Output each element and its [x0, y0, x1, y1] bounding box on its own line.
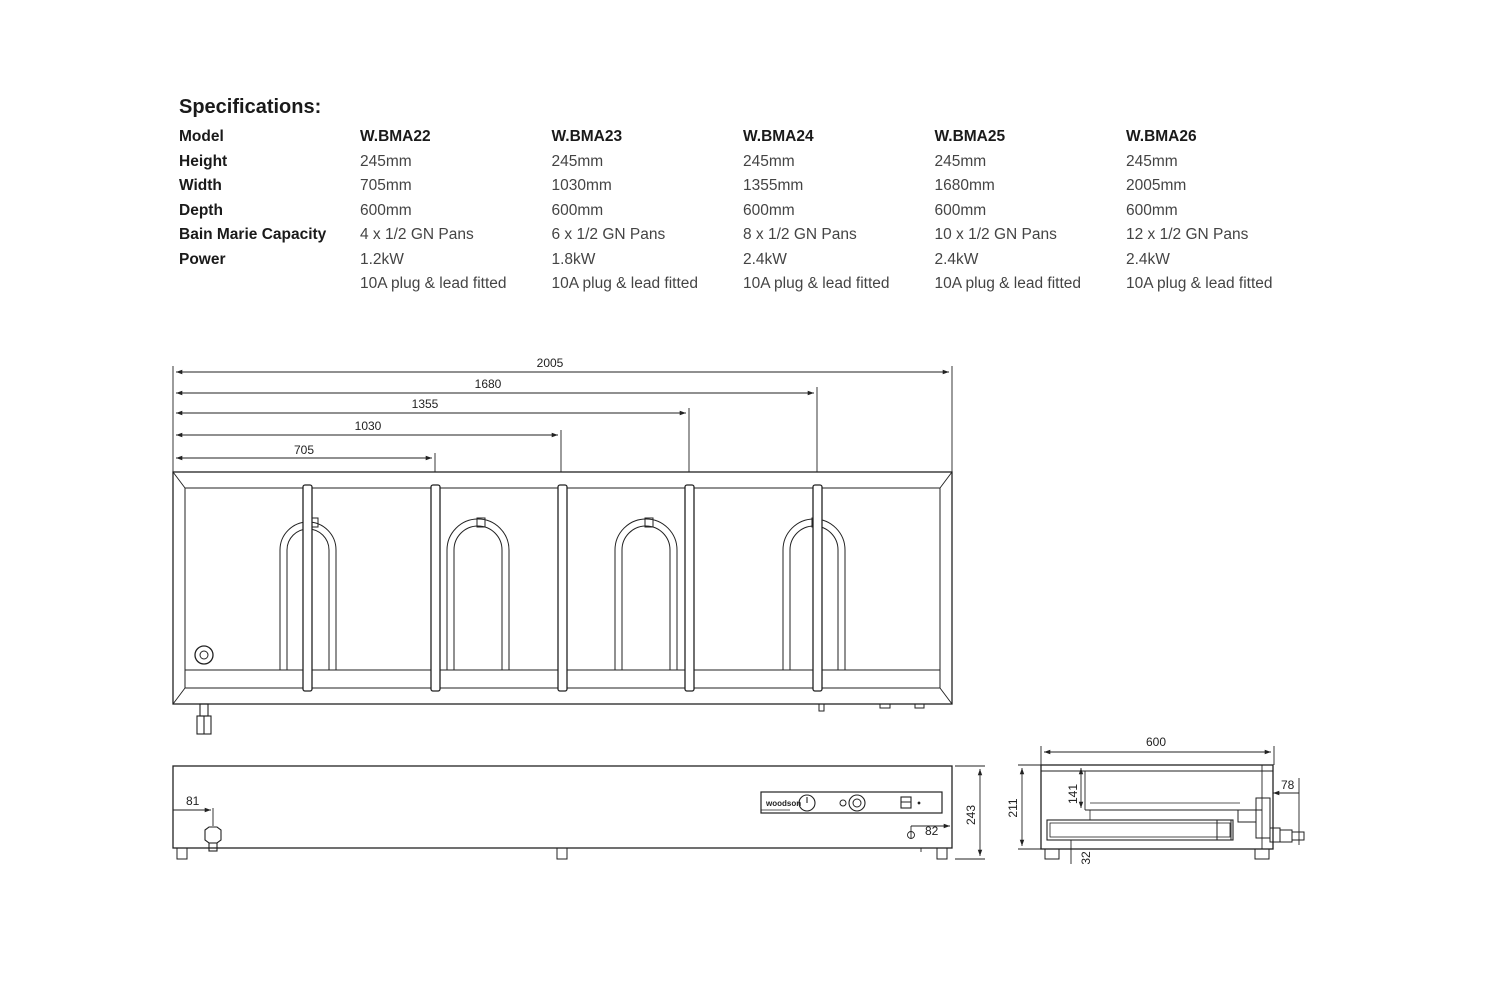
dim-label-2005: 2005: [537, 356, 564, 370]
plug-value: 10A plug & lead fitted: [1126, 275, 1273, 293]
power-value: 1.2kW: [360, 250, 404, 268]
row-label: Model: [179, 128, 224, 146]
width-dimension-lines: [172, 366, 953, 472]
width-value: 705mm: [360, 177, 412, 195]
width-value: 2005mm: [1126, 177, 1187, 195]
specifications-title: Specifications:: [179, 96, 322, 118]
capacity-value: 12 x 1/2 GN Pans: [1126, 226, 1249, 244]
width-dimension-labels: 2005 1680 1355 1030 705: [294, 356, 564, 457]
height-value: 245mm: [743, 152, 795, 170]
drain-outlet: [196, 703, 212, 735]
plug-value: 10A plug & lead fitted: [743, 275, 890, 293]
depth-value: 600mm: [360, 201, 412, 219]
model-value: W.BMA23: [551, 128, 623, 146]
capacity-value: 6 x 1/2 GN Pans: [551, 226, 666, 244]
row-label: Width: [179, 177, 222, 195]
plug-value: 10A plug & lead fitted: [551, 275, 699, 293]
dim-label-1355: 1355: [412, 397, 439, 411]
brand-logo-text: woodson: [765, 799, 801, 808]
dim-label-600: 600: [1146, 735, 1166, 749]
dim-label-1030: 1030: [355, 419, 382, 433]
unit-outline-side: [1040, 764, 1274, 850]
model-value: W.BMA26: [1126, 128, 1197, 146]
height-value: 245mm: [1126, 152, 1178, 170]
pan-dividers: [302, 484, 823, 692]
dim-label-78: 78: [1281, 778, 1295, 792]
dim-label-81: 81: [186, 794, 200, 808]
width-value: 1355mm: [743, 177, 804, 195]
power-value: 2.4kW: [1126, 250, 1170, 268]
plug-value: 10A plug & lead fitted: [934, 275, 1082, 293]
spec-row-width: Width 705mm 1030mm 1355mm 1680mm 2005mm: [179, 174, 1318, 199]
power-value: 2.4kW: [934, 250, 979, 268]
model-value: W.BMA24: [743, 128, 814, 146]
unit-outline-front: [172, 765, 953, 849]
dim-label-1680: 1680: [475, 377, 502, 391]
power-value: 2.4kW: [743, 250, 787, 268]
spec-row-capacity: Bain Marie Capacity 4 x 1/2 GN Pans 6 x …: [179, 223, 1318, 248]
spec-row-power: Power 1.2kW 1.8kW 2.4kW 2.4kW 2.4kW: [179, 248, 1318, 273]
dim-label-243: 243: [964, 805, 978, 825]
height-value: 245mm: [551, 152, 604, 170]
height-value: 245mm: [934, 152, 987, 170]
plug-value: 10A plug & lead fitted: [360, 275, 507, 293]
control-panel: [760, 791, 943, 814]
specifications-table: Model W.BMA22 W.BMA23 W.BMA24 W.BMA25 W.…: [179, 125, 1318, 297]
depth-value: 600mm: [551, 201, 604, 219]
depth-value: 600mm: [1126, 201, 1178, 219]
width-value: 1030mm: [551, 177, 612, 195]
model-value: W.BMA25: [934, 128, 1006, 146]
dim-label-141: 141: [1066, 784, 1080, 804]
capacity-value: 10 x 1/2 GN Pans: [934, 226, 1057, 244]
side-view-drawing: [1018, 746, 1305, 864]
unit-outline-top: [172, 471, 953, 705]
drain-tap-icon: [194, 645, 214, 665]
dim-label-211: 211: [1006, 798, 1020, 817]
model-value: W.BMA22: [360, 128, 431, 146]
front-view-drawing: [172, 765, 985, 860]
spec-row-height: Height 245mm 245mm 245mm 245mm 245mm: [179, 150, 1318, 175]
front-drain-tap: [204, 826, 222, 852]
depth-value: 600mm: [934, 201, 987, 219]
row-label: Power: [179, 250, 226, 268]
spec-row-plug: 10A plug & lead fitted 10A plug & lead f…: [179, 272, 1318, 297]
spec-row-depth: Depth 600mm 600mm 600mm 600mm 600mm: [179, 199, 1318, 224]
top-view-drawing: [172, 366, 953, 735]
power-value: 1.8kW: [551, 250, 596, 268]
depth-value: 600mm: [743, 201, 795, 219]
dim-label-82: 82: [925, 824, 939, 838]
row-label: Height: [179, 152, 228, 170]
capacity-value: 4 x 1/2 GN Pans: [360, 226, 474, 244]
height-value: 245mm: [360, 152, 412, 170]
row-label: Bain Marie Capacity: [179, 226, 327, 244]
row-label: Depth: [179, 201, 223, 219]
dim-label-705: 705: [294, 443, 314, 457]
width-value: 1680mm: [934, 177, 995, 195]
dim-label-32: 32: [1079, 851, 1093, 865]
rear-fittings: [1216, 797, 1305, 843]
capacity-value: 8 x 1/2 GN Pans: [743, 226, 857, 244]
spec-row-model: Model W.BMA22 W.BMA23 W.BMA24 W.BMA25 W.…: [179, 125, 1318, 150]
